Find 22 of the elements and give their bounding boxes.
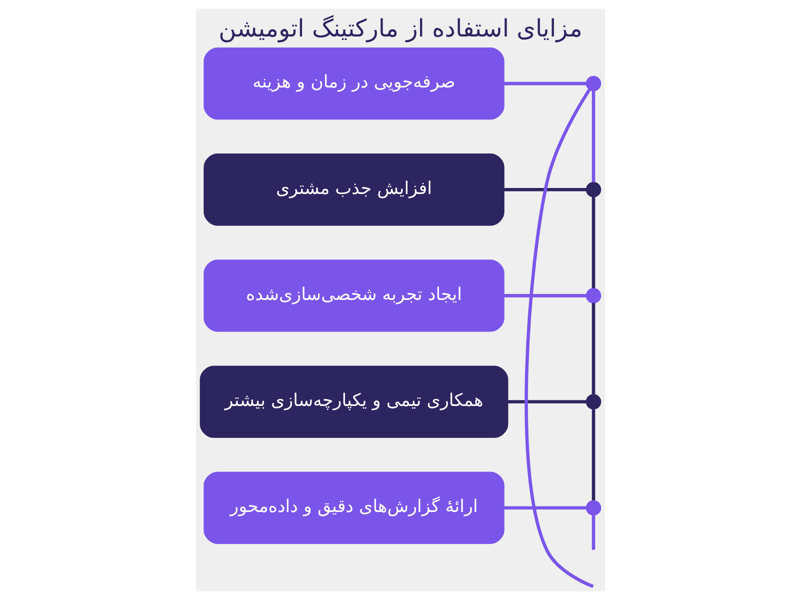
connector	[504, 506, 586, 510]
connector	[504, 294, 586, 298]
node-circle	[585, 182, 601, 198]
diagram-title: مزایای استفاده از مارکتینگ اتومیشن	[218, 14, 582, 43]
connector	[504, 188, 586, 192]
connector	[504, 82, 586, 86]
connector	[591, 409, 595, 500]
connector	[524, 88, 594, 588]
connector	[591, 303, 595, 394]
node-box: ارائهٔ گزارش‌های دقیق و داده‌محور	[203, 472, 504, 544]
node-circle	[585, 500, 601, 516]
node-circle	[585, 394, 601, 410]
connector	[591, 515, 595, 550]
node-circle	[585, 76, 601, 92]
connector	[591, 196, 595, 288]
node-box: همکاری تیمی و یکپارچه‌سازی بیشتر	[199, 366, 508, 438]
node-box: صرفه‌جویی در زمان و هزینه	[203, 47, 504, 120]
connector	[507, 400, 586, 404]
node-box: افزایش جذب مشتری	[203, 154, 504, 226]
node-box: ایجاد تجربه شخصی‌سازی‌شده	[203, 260, 504, 332]
node-circle	[585, 288, 601, 304]
connector	[591, 90, 595, 182]
